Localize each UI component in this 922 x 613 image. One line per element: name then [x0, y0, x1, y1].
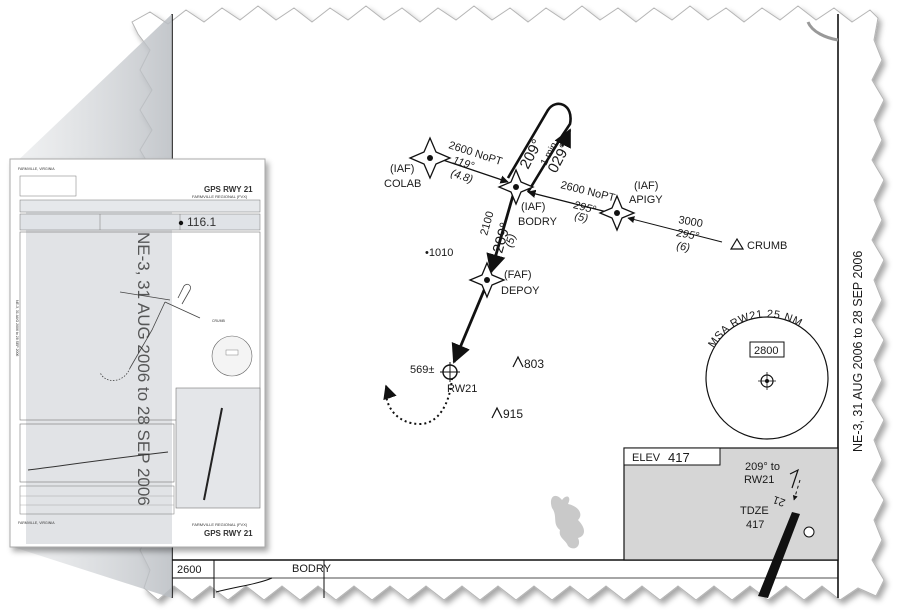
obstacle-803: 803: [512, 355, 544, 371]
holding-pattern: [506, 102, 572, 193]
thumb-crumb: CRUMB: [212, 319, 225, 323]
elev-value: 417: [668, 450, 690, 465]
fix-symbol-rw21: [440, 362, 460, 382]
depoy-name: DEPOY: [501, 285, 540, 297]
procedure-tracks: [383, 102, 723, 426]
msa-altitude: 2800: [754, 345, 778, 357]
thumb-plan-tracks: [99, 283, 201, 381]
apigy-leg-course: 295°: [571, 199, 598, 217]
tdze-label: TDZE: [740, 505, 769, 517]
apigy-tag: (IAF): [634, 180, 658, 192]
inset-obstacle-symbol: [803, 526, 815, 538]
fix-symbol-bodry: [497, 168, 535, 206]
chart-margin-effective-date: NE-3, 31 AUG 2006 to 28 SEP 2006: [851, 251, 865, 452]
runway-number-21: 21: [771, 493, 787, 508]
zoomed-chart-paper: NE-3, 31 AUG 2006 to 28 SEP 2006 ELEV 41…: [131, 5, 885, 601]
crumb-leg-alt: 3000: [677, 214, 703, 230]
colab-name: COLAB: [384, 178, 421, 190]
spot-elevation-569: 569±: [410, 364, 434, 376]
thumb-watermark: NE-3, 31 AUG 2006 to 28 SEP 2006: [134, 232, 153, 506]
crumb-leg-dist: (6): [675, 240, 691, 254]
apigy-name: APIGY: [629, 194, 663, 206]
elev-label: ELEV: [632, 452, 661, 464]
fix-symbol-crumb: [729, 237, 745, 250]
thumbnail-page: FARMVILLE, VIRGINIA GPS RWY 21 FARMVILLE…: [9, 158, 266, 548]
colab-tag: (IAF): [390, 163, 414, 175]
thumb-footer-location: FARMVILLE, VIRGINIA: [18, 521, 55, 525]
profile-strip: 2600 BODRY: [172, 560, 838, 598]
bodry-name: BODRY: [518, 216, 558, 228]
obstacle-803-label: 803: [524, 357, 544, 371]
profile-altitude: 2600: [177, 564, 201, 576]
thumb-footer-title: GPS RWY 21: [204, 529, 253, 538]
missed-approach-track: [385, 377, 453, 426]
obstacle-915-label: 915: [503, 407, 523, 421]
inset-target-text: RW21: [744, 474, 774, 486]
final-leg-dist: (5): [503, 232, 518, 249]
depoy-tag: (FAF): [504, 269, 532, 281]
runway-21-strip: [758, 512, 800, 598]
apigy-leg-dist: (5): [573, 210, 589, 225]
tdze-value: 417: [746, 519, 764, 531]
thumb-title: GPS RWY 21: [204, 185, 253, 194]
rw21-name: RW21: [447, 383, 477, 395]
thumb-header-boxes: [19, 175, 261, 231]
thumb-location: FARMVILLE, VIRGINIA: [18, 167, 55, 171]
thumb-frequency: 116.1: [187, 215, 216, 229]
inset-course-text: 209° to: [745, 461, 780, 473]
airport-inset: ELEV 417 209° to RW21 TDZE 417 21: [623, 447, 839, 598]
fix-symbol-depoy: [468, 261, 506, 299]
crumb-leg-course: 295°: [674, 227, 700, 243]
crumb-name: CRUMB: [747, 240, 787, 252]
spot-elevation-1010: •1010: [425, 247, 453, 259]
fix-symbol-colab: [408, 136, 452, 180]
fix-symbol-apigy: [598, 194, 636, 232]
bodry-tag: (IAF): [521, 201, 545, 213]
thumb-footer-airport: FARMVILLE REGIONAL (FVX): [192, 522, 248, 527]
obstacle-915: 915: [491, 406, 523, 421]
thumb-margin-date: NE-3, 31 AUG 2006 to 28 SEP 2006: [15, 300, 19, 356]
thumb-airport: FARMVILLE REGIONAL (FVX): [192, 194, 248, 199]
terrain-lake: [550, 495, 584, 549]
profile-fix: BODRY: [292, 563, 332, 575]
